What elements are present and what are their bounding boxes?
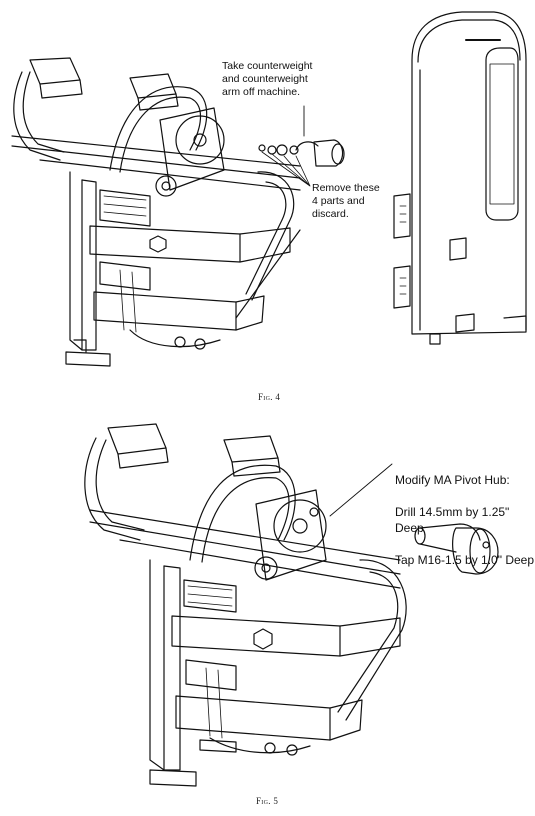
fig4-callout-remove-counterweight: Take counterweight and counterweight arm… — [222, 60, 313, 98]
fig4-callout-remove-parts: Remove these 4 parts and discard. — [312, 182, 380, 220]
fig4-counterweight-parts — [258, 105, 345, 187]
figure-4-caption: Fig. 4 — [258, 392, 281, 402]
fig5-callout-modify-hub: Modify MA Pivot Hub: Drill 14.5mm by 1.2… — [395, 456, 535, 584]
fig5-machine-frame — [84, 423, 407, 787]
fig5-pivot-hub — [329, 463, 499, 575]
figure-5-caption: Fig. 5 — [256, 796, 279, 806]
fig5-callout-line-1: Modify MA Pivot Hub: — [395, 473, 510, 487]
fig5-callout-line-3: Tap M16-1.5 by 1.0" Deep — [395, 553, 535, 567]
fig4-machine-frame — [11, 57, 301, 367]
fig5-callout-line-2: Drill 14.5mm by 1.25" Deep — [395, 505, 510, 535]
fig4-weight-tower — [393, 11, 527, 345]
